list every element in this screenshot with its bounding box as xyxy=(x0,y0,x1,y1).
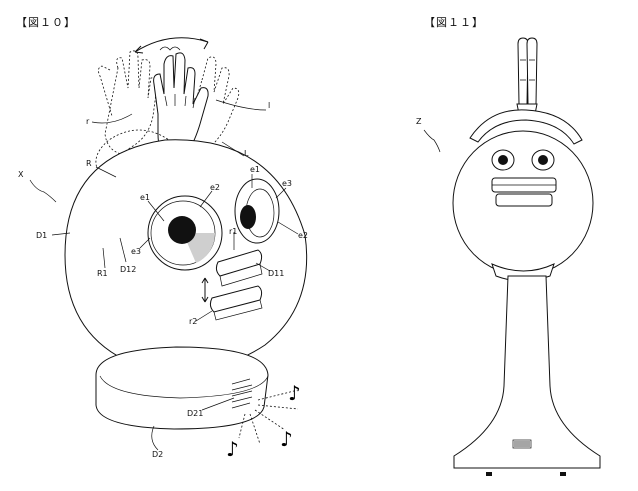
front-mouth xyxy=(492,178,556,206)
figure-10: 【図１０】 xyxy=(16,16,308,461)
label-Z: Z xyxy=(416,117,422,126)
label-D11: D11 xyxy=(268,269,284,278)
leader-Z xyxy=(424,130,440,152)
label-R: R xyxy=(86,159,92,168)
robot-base-D2 xyxy=(96,347,268,429)
label-l: l xyxy=(268,101,270,110)
figure-11-title: 【図１１】 xyxy=(424,16,484,29)
label-D12: D12 xyxy=(120,265,136,274)
label-r1: r1 xyxy=(229,227,237,236)
label-e3-left: e3 xyxy=(131,247,141,256)
label-r: r xyxy=(86,117,90,126)
front-left-eye xyxy=(492,150,514,170)
label-R1: R1 xyxy=(97,269,108,278)
eyebrow-motion-mark xyxy=(160,47,180,50)
figure-11: 【図１１】 Z xyxy=(416,16,600,476)
motion-arrow-arc xyxy=(135,38,208,52)
left-pupil xyxy=(168,216,196,244)
stand-foot-left xyxy=(486,472,492,476)
stand-foot-right xyxy=(560,472,566,476)
right-pupil xyxy=(240,205,256,229)
label-X: X xyxy=(18,170,24,179)
front-hands xyxy=(517,38,537,114)
music-note-icon: ♪ xyxy=(226,437,239,461)
label-e3-right: e3 xyxy=(282,179,292,188)
front-right-eye xyxy=(532,150,554,170)
music-note-icon: ♪ xyxy=(288,381,301,405)
label-e1-right: e1 xyxy=(250,165,260,174)
label-e2-right: e2 xyxy=(298,231,308,240)
stand-pole xyxy=(454,276,600,468)
label-D21: D21 xyxy=(187,409,203,418)
robot-head-sphere xyxy=(65,140,307,370)
label-D2: D2 xyxy=(152,450,163,459)
figure-10-title: 【図１０】 xyxy=(16,16,76,29)
label-L: L xyxy=(244,149,249,158)
label-e1-left: e1 xyxy=(140,193,150,202)
label-D1: D1 xyxy=(36,231,47,240)
left-ghost-hand xyxy=(98,51,157,154)
label-r2: r2 xyxy=(189,317,197,326)
label-e2-left: e2 xyxy=(210,183,220,192)
music-note-icon: ♪ xyxy=(280,427,293,451)
